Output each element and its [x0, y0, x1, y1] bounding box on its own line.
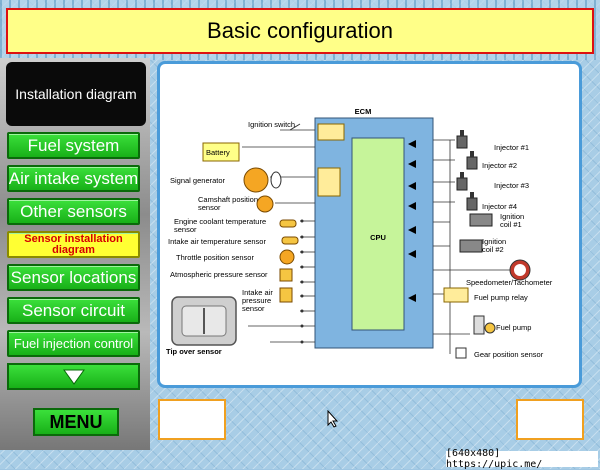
- nav-air-intake-system[interactable]: Air intake system: [7, 165, 140, 192]
- label-coil1-line1: Ignition: [500, 212, 524, 221]
- prev-page-button[interactable]: [158, 399, 226, 440]
- nav-fuel-system[interactable]: Fuel system: [7, 132, 140, 159]
- nav-sensor-locations[interactable]: Sensor locations: [7, 264, 140, 291]
- label-camshaft-line1: Camshaft position: [198, 195, 258, 204]
- label-atmospheric: Atmospheric pressure sensor: [170, 270, 268, 279]
- label-injector-2: Injector #2: [482, 161, 517, 170]
- diagram-panel: ECM CPU Ignition sw: [157, 61, 582, 388]
- ignition-coil-2-symbol: [459, 239, 483, 253]
- battery-symbol: [202, 142, 240, 162]
- label-coolant-line1: Engine coolant temperature: [174, 217, 266, 226]
- down-arrow-icon: [62, 369, 85, 385]
- mouse-cursor-icon: [327, 410, 339, 428]
- signal-generator-coil: [270, 171, 282, 189]
- iap-sensor-symbol: [279, 287, 293, 303]
- ecm-label: ECM: [355, 107, 372, 116]
- coolant-sensor-symbol: [279, 219, 297, 228]
- label-camshaft-line2: sensor: [198, 203, 221, 212]
- camshaft-sensor-symbol: [256, 195, 274, 213]
- ecm-signal-module: [317, 167, 341, 197]
- nav-active-label-line2: diagram: [52, 243, 95, 256]
- ignition-coil-1-symbol: [469, 213, 493, 227]
- nav-other-sensors[interactable]: Other sensors: [7, 198, 140, 225]
- atmospheric-sensor-symbol: [279, 268, 293, 282]
- label-injector-3: Injector #3: [494, 181, 529, 190]
- sidebar-header: Installation diagram: [6, 62, 146, 126]
- ecm-power-module: [317, 123, 345, 141]
- label-coolant-line2: sensor: [174, 225, 197, 234]
- next-page-button[interactable]: [516, 399, 584, 440]
- signal-generator-symbol: [243, 167, 269, 193]
- injectors: [456, 130, 478, 211]
- label-speedo: Speedometer/Tachometer: [466, 278, 553, 287]
- label-iap-line2: pressure: [242, 296, 271, 305]
- label-fuel-relay: Fuel pump relay: [474, 293, 528, 302]
- label-coil2-line1: Ignition: [482, 237, 506, 246]
- left-wire-dots: [300, 219, 304, 344]
- fuel-pump-symbol: [473, 315, 485, 335]
- nav-active-label-line1: Sensor installation: [24, 232, 123, 245]
- ignition-switch-symbol: [289, 123, 301, 131]
- footer-watermark: [640x480] https://upic.me/: [446, 448, 598, 470]
- label-fuel-pump: Fuel pump: [496, 323, 531, 332]
- label-injector-1: Injector #1: [494, 143, 529, 152]
- throttle-sensor-symbol: [279, 249, 295, 265]
- menu-button[interactable]: MENU: [33, 408, 119, 436]
- label-ignition-switch: Ignition switch: [248, 120, 295, 129]
- label-gear: Gear position sensor: [474, 350, 544, 359]
- label-iap-line3: sensor: [242, 304, 265, 313]
- page-title: Basic configuration: [6, 8, 594, 54]
- label-throttle: Throttle position sensor: [176, 253, 254, 262]
- label-battery: Battery: [206, 148, 230, 157]
- label-injector-4: Injector #4: [482, 202, 517, 211]
- nav-sensor-circuit[interactable]: Sensor circuit: [7, 297, 140, 324]
- label-iap-line1: Intake air: [242, 288, 273, 297]
- fuel-relay-symbol: [443, 287, 469, 303]
- ecm-driver-transistors: [408, 140, 416, 302]
- wiring-diagram: ECM CPU Ignition sw: [166, 107, 553, 359]
- scroll-down-button[interactable]: [7, 363, 140, 390]
- label-coil2-line2: coil #2: [482, 245, 504, 254]
- right-wires: [433, 139, 510, 354]
- label-signal-generator: Signal generator: [170, 176, 226, 185]
- nav-sensor-installation-diagram[interactable]: Sensor installation diagram: [7, 231, 140, 258]
- label-intake-air-temp: Intake air temperature sensor: [168, 237, 266, 246]
- gear-sensor-symbol: [455, 347, 467, 359]
- nav-fuel-injection-control[interactable]: Fuel injection control: [7, 330, 140, 357]
- intake-air-temp-symbol: [281, 236, 299, 245]
- cpu-label: CPU: [370, 233, 386, 242]
- label-tip-over: Tip over sensor: [166, 347, 222, 356]
- cpu-block: [351, 137, 405, 331]
- label-coil1-line2: coil #1: [500, 220, 522, 229]
